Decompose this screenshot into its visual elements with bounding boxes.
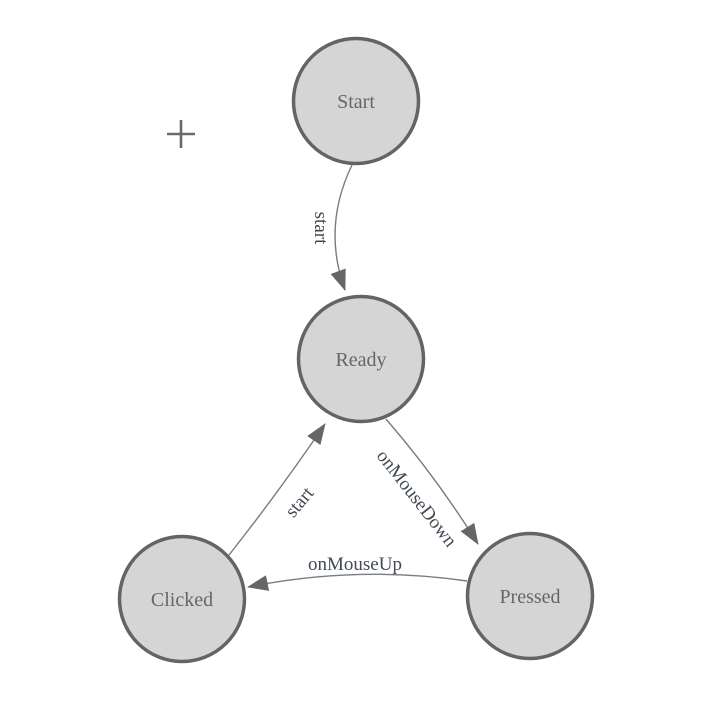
origin-crosshair-icon [167,120,195,148]
state-node-start[interactable]: Start [291,36,421,166]
transition-edge-clicked-ready[interactable]: start [228,423,326,556]
transition-edge-start-ready[interactable]: start [310,164,353,291]
state-node-clicked[interactable]: Clicked [117,534,247,664]
transition-line[interactable] [330,164,353,291]
state-node-pressed[interactable]: Pressed [465,531,595,661]
transition-label: start [310,212,331,245]
state-label: Clicked [151,589,213,611]
transition-edge-pressed-clicked[interactable]: onMouseUp [247,554,468,591]
transition-line[interactable] [228,423,326,556]
state-circle[interactable] [296,294,426,424]
state-label: Ready [335,349,386,371]
transition-label: onMouseUp [308,554,402,575]
transition-edge-ready-pressed[interactable]: onMouseDown [372,418,479,552]
transition-line[interactable] [247,573,468,591]
transition-label: start [281,483,319,522]
state-label: Start [337,91,375,113]
state-label: Pressed [499,586,560,608]
state-circle[interactable] [117,534,247,664]
transition-line[interactable] [385,418,479,545]
state-circle[interactable] [465,531,595,661]
state-node-ready[interactable]: Ready [296,294,426,424]
state-circle[interactable] [291,36,421,166]
